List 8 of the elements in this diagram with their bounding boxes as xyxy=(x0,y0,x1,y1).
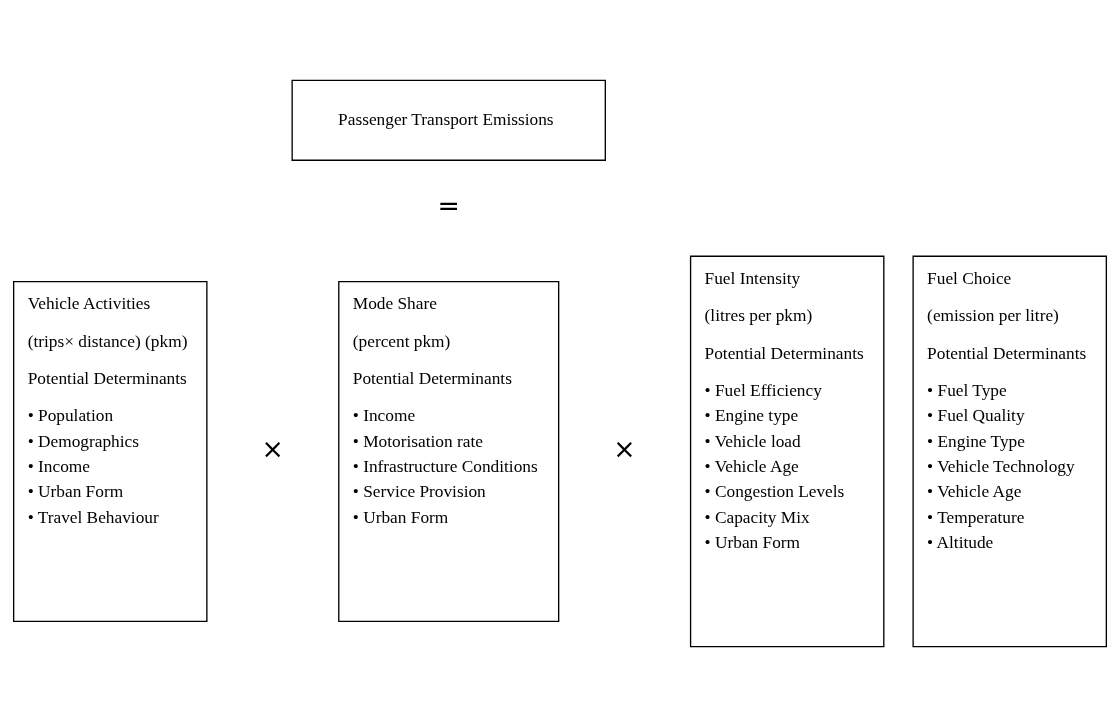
node-box: Vehicle Activities (trips× distance) (pkm) Potential Determinants • Population • Demographics • Income • Urban Form • Travel Behaviour xyxy=(13,280,208,622)
node-box: Fuel Intensity (litres per pkm) Potential Determinants • Fuel Efficiency • Engine type • Vehicle load • Vehicle Age • Congestion Levels • Capacity Mix • Urban Form xyxy=(689,255,885,647)
node-box: Passenger Transport Emissions xyxy=(291,79,606,161)
label: × xyxy=(261,432,284,464)
label: × xyxy=(613,432,636,464)
node-box: Mode Share (percent pkm) Potential Determinants • Income • Motorisation rate • Infrastructure Conditions • Service Provision • Urban Form xyxy=(338,280,560,622)
node-box: Fuel Choice (emission per litre) Potential Determinants • Fuel Type • Fuel Quality • Engine Type • Vehicle Technology • Vehicle Age • Temperature • Altitude xyxy=(912,255,1107,647)
label: = xyxy=(437,189,460,221)
